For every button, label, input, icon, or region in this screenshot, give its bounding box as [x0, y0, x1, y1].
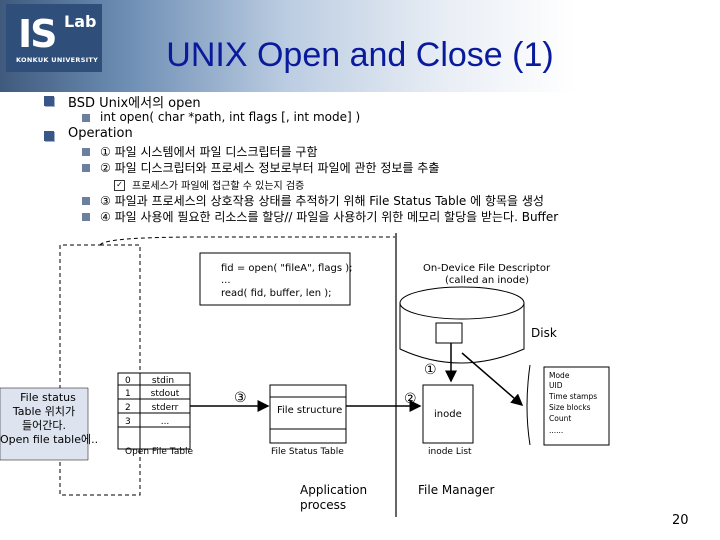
sub-bullet-square-icon: [82, 164, 90, 172]
app-process-boundary: [59, 244, 141, 496]
logo-lab-text: Lab: [64, 12, 97, 31]
logo-is-text: IS: [18, 12, 57, 56]
disk-label: Disk: [531, 326, 557, 340]
slide-title: UNIX Open and Close (1): [166, 36, 554, 74]
sub-bullet-square-icon: [82, 114, 90, 122]
attr-mode: Mode: [549, 371, 570, 380]
page-number: 20: [672, 513, 689, 528]
bullet-operation: Operation: [68, 126, 133, 141]
bullet-open-signature: int open( char *path, int flags [, int m…: [100, 110, 361, 124]
code-line-1: fid = open( "fileA", flags );: [221, 263, 352, 274]
sub-bullet-square-icon: [82, 148, 90, 156]
code-line-3: read( fid, buffer, len );: [221, 288, 332, 299]
oft-entry-stdout: stdout: [151, 389, 180, 399]
inode-list: [422, 384, 474, 444]
note-line-2: Table 위치가: [12, 405, 75, 418]
step-2-marker: ②: [404, 391, 417, 407]
attr-timestamps: Time stamps: [548, 392, 597, 401]
inode-attributes-box: [543, 366, 610, 446]
ondevice-label-1: On-Device File Descriptor: [423, 263, 551, 274]
code-box: [199, 252, 351, 306]
inode-detail-arrow: [461, 352, 524, 406]
oft-index-2: 2: [125, 403, 131, 413]
bullet-square-icon: [44, 96, 54, 106]
note-line-4: Open file table에..: [0, 433, 98, 446]
step-3-marker: ③: [234, 390, 247, 406]
file-manager-label: File Manager: [418, 483, 495, 497]
header-banner: [0, 0, 720, 92]
oft-index-0: 0: [125, 376, 131, 386]
sub-bullet-square-icon: [82, 213, 90, 221]
step-2-text: ② 파일 디스크립터와 프로세스 정보로부터 파일에 관한 정보를 추출: [100, 161, 440, 175]
logo-university-text: KONKUK UNIVERSITY: [16, 56, 99, 64]
oft-index-3: 3: [125, 417, 131, 427]
attr-more: ......: [549, 426, 563, 435]
bullet-bsd-open: BSD Unix에서의 open: [68, 96, 201, 111]
disk-inode-block: [435, 322, 463, 344]
note-line-3: 들어간다.: [22, 419, 66, 432]
file-status-table: [269, 384, 347, 444]
attr-bracket: [526, 364, 531, 446]
bullet-square-icon: [44, 131, 54, 141]
fst-caption: File Status Table: [271, 447, 344, 457]
step-2-sub-text: 프로세스가 파일에 접근할 수 있는지 검증: [132, 181, 305, 192]
step-1-marker: ①: [424, 362, 437, 378]
checkbox-icon: ✓: [114, 180, 125, 191]
ondevice-label-2: (called an inode): [445, 275, 529, 286]
sub-bullet-square-icon: [82, 197, 90, 205]
oft-index-1: 1: [125, 389, 131, 399]
code-line-2: ...: [221, 275, 231, 286]
app-process-boundary-top: [99, 236, 395, 246]
annotation-note-box: [0, 387, 89, 461]
islab-logo: IS Lab KONKUK UNIVERSITY: [6, 4, 102, 72]
step-1-text: ① 파일 시스템에서 파일 디스크립터를 구함: [100, 145, 318, 159]
app-process-label-2: process: [300, 498, 346, 512]
step-3-text: ③ 파일과 프로세스의 상호작용 상태를 추적하기 위해 File Status…: [100, 194, 544, 208]
inode-caption: inode List: [428, 447, 472, 457]
oft-entry-stdin: stdin: [152, 376, 174, 386]
app-process-label-1: Application: [300, 483, 367, 497]
note-line-1: File status: [20, 391, 76, 404]
disk-top: [399, 286, 525, 320]
open-close-diagram: fid = open( "fileA", flags ); ... read( …: [0, 233, 610, 517]
file-structure-label: File structure: [277, 405, 342, 416]
attr-uid: UID: [549, 381, 563, 390]
oft-entry-stderr: stderr: [152, 403, 179, 413]
attr-count: Count: [549, 414, 571, 423]
attr-size-blocks: Size blocks: [549, 403, 591, 412]
oft-label: Open File Table: [125, 447, 194, 457]
oft-entry-more: ...: [161, 417, 170, 427]
open-file-table: [117, 372, 191, 450]
step-4-text: ④ 파일 사용에 필요한 리소스를 할당// 파일을 사용하기 위한 메모리 할…: [100, 210, 559, 224]
inode-label: inode: [434, 409, 462, 420]
